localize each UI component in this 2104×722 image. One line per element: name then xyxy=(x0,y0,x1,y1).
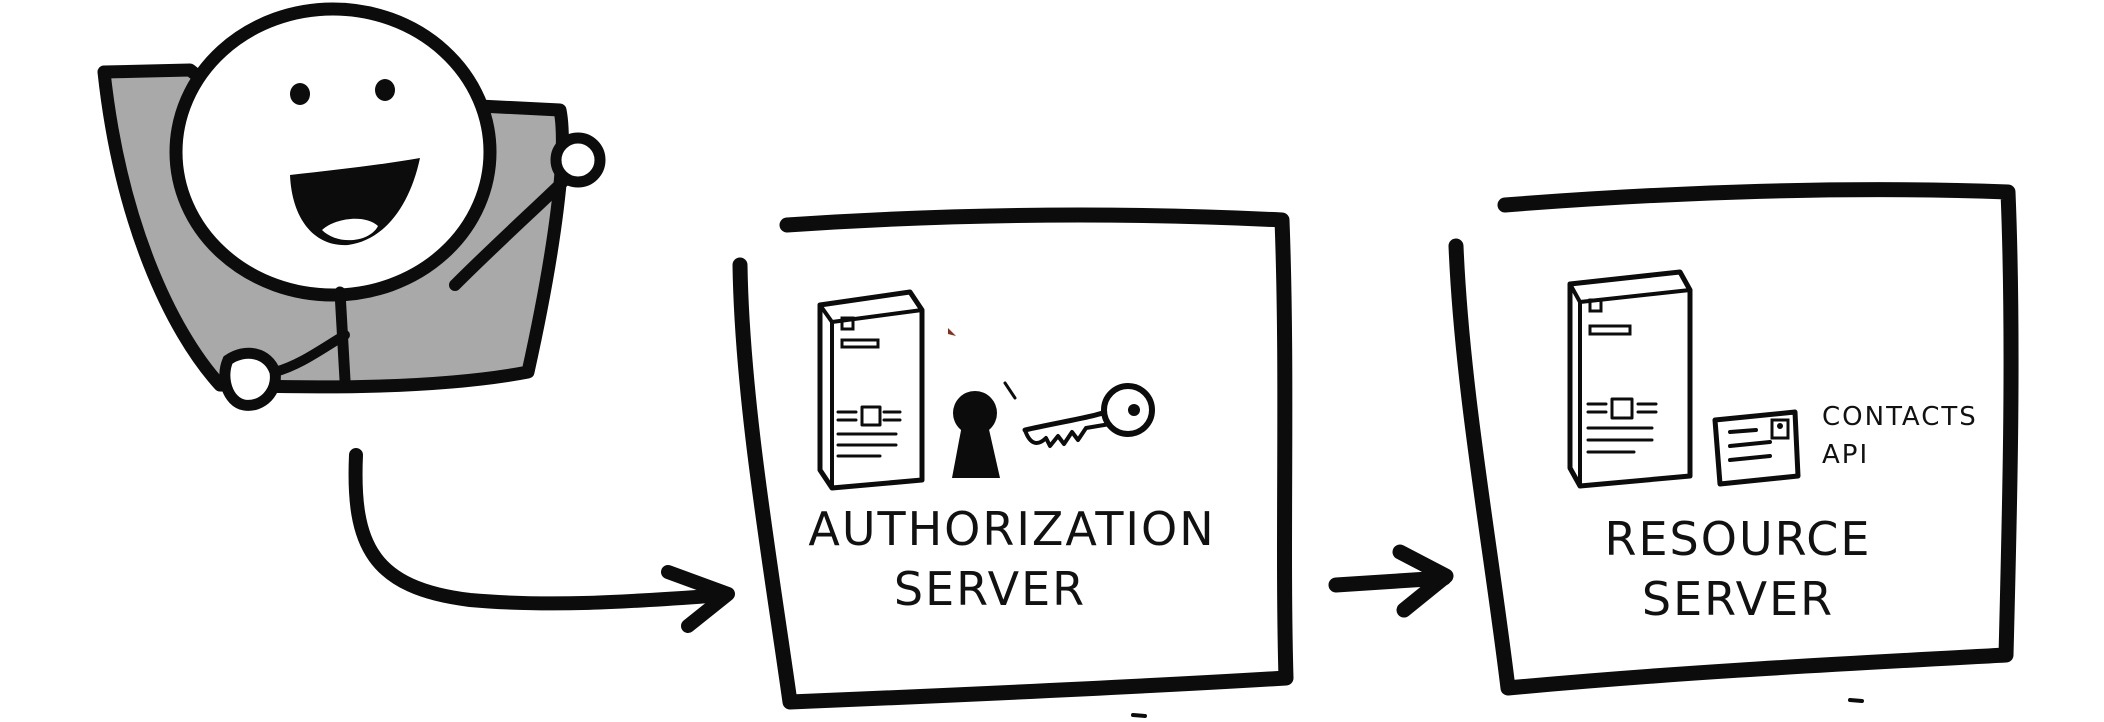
user-tongue xyxy=(322,218,378,241)
arrow-user-to-authorization-shaft xyxy=(348,448,732,611)
user-lower-arm xyxy=(270,330,350,377)
authorization-server-frame xyxy=(732,207,1294,710)
arrow-user-to-authorization xyxy=(348,448,735,633)
authorization-server-label-line1: AUTHORIZATION xyxy=(808,502,1215,556)
arrow-user-to-authorization-head xyxy=(661,565,735,633)
keyhole-spark xyxy=(1003,381,1017,400)
resource-server-label-line2: SERVER xyxy=(1642,572,1834,626)
user-head xyxy=(169,2,497,302)
arrow-authorization-to-resource-head xyxy=(1392,544,1454,618)
server-tower-icon xyxy=(817,289,925,491)
key-icon xyxy=(1022,383,1155,448)
user-eye-left xyxy=(290,83,310,105)
red-mark xyxy=(948,328,956,336)
contacts-api-label-line2: API xyxy=(1822,440,1869,470)
keyhole-icon xyxy=(952,391,1000,478)
user-lower-hand xyxy=(219,347,281,411)
user-figure xyxy=(97,2,606,411)
arrow-authorization-to-resource xyxy=(1328,544,1454,618)
authorization-server-label-line2: SERVER xyxy=(894,562,1086,616)
resource-server-label-line1: RESOURCE xyxy=(1605,512,1872,566)
resource-server-frame xyxy=(1448,182,2019,696)
stray-mark xyxy=(1848,698,1864,703)
user-raised-hand xyxy=(550,132,606,188)
server-tower-icon xyxy=(1567,269,1693,489)
contacts-api-label-line1: CONTACTS xyxy=(1822,402,1978,432)
authorization-server-box: AUTHORIZATION SERVER xyxy=(732,207,1294,710)
user-eye-right xyxy=(375,79,395,101)
contact-card-icon xyxy=(1712,409,1801,487)
stray-mark xyxy=(1131,713,1147,718)
resource-server-box: CONTACTS API RESOURCE SERVER xyxy=(1448,182,2019,696)
user-mouth xyxy=(290,158,420,246)
